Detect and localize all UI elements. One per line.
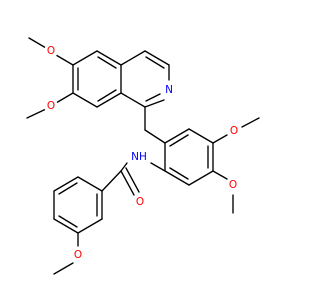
bond-iq-c: [96, 92, 122, 108]
bond-carbonyl-double-b: [125, 167, 140, 193]
atom-label-o: O: [74, 249, 82, 261]
bond-ph-o-bottom: [212, 170, 228, 180]
bond-carbonyl-double-a: [120, 170, 135, 196]
bond-o-top-methyl: [241, 117, 260, 128]
atom-label-o: O: [230, 125, 238, 137]
atom-label-nh: NH: [131, 151, 147, 163]
bond-bz-c: [53, 218, 79, 234]
atom-label-o: O: [47, 45, 55, 57]
oxygen-atom-isoquinoline-7: O: [44, 99, 58, 113]
bond-bz-f: [77, 176, 103, 192]
bond-bz-e: [53, 176, 79, 192]
bonds: [26, 37, 260, 275]
molecule-structure: O O N O O NH O O: [26, 37, 260, 275]
bond-ph-b: [188, 128, 214, 144]
bond-py-d: [144, 99, 165, 108]
bond-iq-e: [96, 50, 122, 66]
bond-iq-e-inner: [97, 56, 117, 69]
bond-bz-c-inner: [58, 215, 78, 228]
bond-ph-e: [164, 170, 190, 186]
atom-labels: O O N O O NH O O: [44, 44, 241, 262]
bond-iq-b: [72, 92, 98, 108]
bond-bz-b: [77, 218, 103, 234]
bond-ph-d: [188, 170, 214, 186]
amide-nh-atom: NH: [129, 148, 149, 168]
nitrogen-atom-isoquinoline: N: [162, 83, 176, 97]
atom-label-n: N: [165, 84, 173, 96]
bond-bz-o-methyl: [53, 262, 74, 275]
bond-ph-a: [164, 128, 190, 144]
bond-methyl-6: [28, 37, 47, 49]
bond-nh-carbonyl: [120, 162, 128, 172]
atom-label-o: O: [136, 196, 144, 208]
bond-iq-c-inner: [97, 89, 117, 102]
atom-label-o: O: [229, 179, 237, 191]
bond-py-d-inner: [145, 93, 161, 102]
oxygen-atom-phenyl-bottom: O: [226, 178, 240, 192]
bond-iq-f: [72, 50, 98, 66]
bond-py-b-inner: [145, 56, 165, 69]
bond-o6-ring: [55, 54, 74, 66]
bond-carbonyl-aryl: [101, 170, 122, 192]
atom-label-o: O: [47, 100, 55, 112]
bond-py-e: [120, 92, 146, 108]
bond-ch2-b: [144, 129, 166, 144]
oxygen-atom-benzoyl-methoxy: O: [71, 248, 85, 262]
carbonyl-oxygen-atom: O: [133, 195, 147, 209]
bond-methyl-7: [26, 108, 47, 119]
bond-bz-e-inner: [58, 182, 78, 195]
bond-py-a: [120, 50, 146, 66]
oxygen-atom-isoquinoline-6: O: [44, 44, 58, 58]
oxygen-atom-phenyl-top: O: [227, 124, 241, 138]
bond-py-b: [144, 50, 170, 66]
bond-ph-e-inner: [169, 167, 189, 180]
bond-ph-nh: [150, 162, 166, 172]
bond-ph-o-top: [212, 134, 228, 144]
bond-o7-ring: [55, 92, 74, 104]
bond-ph-a-inner: [169, 134, 189, 147]
